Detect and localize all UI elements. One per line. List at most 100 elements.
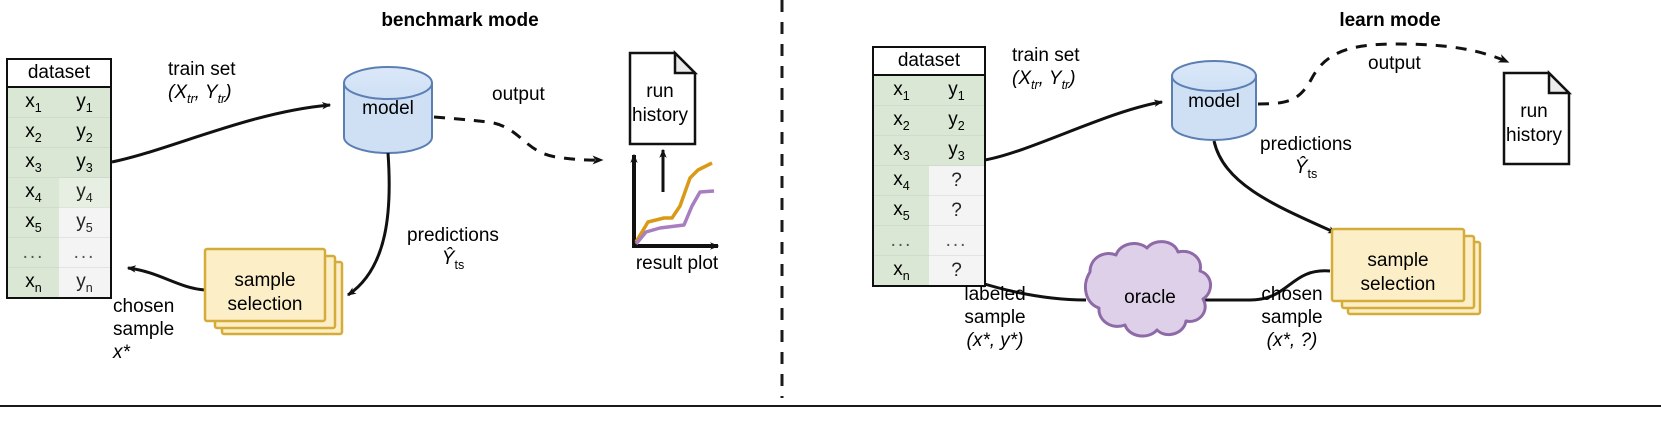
dataset-table-benchmark: dataset x1 y1 x2 y2 x3 y3 x4 y4 x5 y5 ..… [6, 58, 112, 299]
output-label-learn: output [1368, 53, 1421, 74]
sample-selection-line2: selection [1360, 274, 1436, 295]
cell-x: x4 [7, 177, 59, 208]
dataset-caption-learn: dataset [873, 47, 985, 76]
cell-x: x5 [7, 207, 59, 238]
train-set-line2: (Xtr, Ytr) [1012, 68, 1076, 92]
sample-selection-label-learn: sample selection [1332, 249, 1464, 297]
cell-y: y3 [928, 135, 985, 166]
predictions-line1: predictions [407, 225, 499, 246]
cell-y: y2 [928, 105, 985, 136]
plot-series-1 [634, 161, 713, 243]
model-label-learn: model [1188, 91, 1240, 112]
cell-y: ? [928, 195, 985, 226]
table-row: x4 ? [873, 165, 985, 196]
arrow-train-set-left [111, 102, 332, 164]
cell-x: x1 [7, 87, 59, 118]
chosen-sample-label-benchmark: chosen sample x* [113, 295, 174, 364]
oracle-label: oracle [1124, 287, 1176, 308]
chosen-line3: (x*, ?) [1266, 330, 1318, 351]
labeled-line2: sample [964, 307, 1026, 328]
cell-x: x5 [873, 195, 929, 226]
cell-x: x3 [873, 135, 929, 166]
benchmark-mode-title: benchmark mode [381, 10, 539, 31]
table-row: x4 y4 [7, 177, 111, 208]
result-plot-left [630, 153, 720, 250]
model-cylinder-right [1171, 60, 1257, 141]
arrow-predictions-left [347, 152, 391, 297]
model-label-benchmark: model [362, 98, 414, 119]
arrow-labeled-sample-right [976, 280, 1087, 302]
arrow-output-left [433, 115, 604, 165]
table-row: x1 y1 [7, 87, 111, 118]
chosen-sample-label-learn: chosen sample (x*, ?) [1232, 283, 1352, 352]
oracle-cloud [1083, 240, 1212, 338]
chosen-line2: sample [113, 319, 175, 340]
sample-selection-cards-left [203, 247, 344, 336]
cell-x: ... [873, 225, 929, 256]
cell-x: xn [7, 267, 59, 299]
cell-y: y5 [58, 207, 111, 238]
table-row: x5 y5 [7, 207, 111, 238]
run-history-doc-right [1502, 69, 1573, 166]
train-set-line2: (Xtr, Ytr) [168, 82, 232, 106]
train-set-label-benchmark: train set (Xtr, Ytr) [168, 58, 236, 111]
table-row: xn ? [873, 255, 985, 287]
train-set-line1: train set [1012, 45, 1080, 66]
cell-y: y4 [58, 177, 111, 208]
learn-mode-title: learn mode [1339, 10, 1441, 31]
run-history-line2: history [632, 105, 688, 126]
table-row: xn yn [7, 267, 111, 299]
model-cylinder-left [343, 66, 433, 154]
chosen-line2: sample [1261, 307, 1323, 328]
predictions-line2: Ŷts [1294, 157, 1318, 181]
labeled-line3: (x*, y*) [966, 330, 1024, 351]
table-row: ... ... [873, 225, 985, 256]
sample-selection-line2: selection [227, 294, 303, 315]
predictions-label-learn: predictions Ŷts [1228, 133, 1384, 186]
dataset-table-learn: dataset x1 y1 x2 y2 x3 y3 x4 ? x5 ? ... … [872, 46, 986, 287]
train-set-line1: train set [168, 59, 236, 80]
labeled-sample-label: labeled sample (x*, y*) [940, 283, 1050, 352]
cell-x: x3 [7, 147, 59, 178]
cell-x: ... [7, 237, 59, 268]
cell-x: x2 [873, 105, 929, 136]
cell-y: ... [928, 225, 985, 256]
run-history-label-benchmark: run history [624, 80, 696, 128]
predictions-line1: predictions [1260, 134, 1352, 155]
sample-selection-line1: sample [234, 270, 296, 291]
table-row: ... ... [7, 237, 111, 268]
chosen-line1: chosen [113, 296, 175, 317]
run-history-label-learn: run history [1498, 100, 1570, 148]
plot-series-2 [634, 189, 715, 246]
cell-x: x4 [873, 165, 929, 196]
cell-y: ? [928, 255, 985, 287]
result-plot-label: result plot [635, 253, 719, 274]
cell-y: yn [58, 267, 111, 299]
train-set-label-learn: train set (Xtr, Ytr) [1012, 44, 1080, 97]
predictions-label-benchmark: predictions Ŷts [388, 224, 518, 277]
arrow-train-set-right [984, 99, 1164, 162]
arrow-output-right [1257, 42, 1510, 106]
cell-x: x1 [873, 75, 929, 106]
table-row: x3 y3 [7, 147, 111, 178]
predictions-line2: Ŷts [441, 248, 465, 272]
cell-x: xn [873, 255, 929, 287]
run-history-line2: history [1506, 125, 1562, 146]
cell-y: y2 [58, 117, 111, 148]
cell-x: x2 [7, 117, 59, 148]
table-row: x1 y1 [873, 75, 985, 106]
chosen-line1: chosen [1261, 284, 1323, 305]
run-history-doc-left [628, 49, 699, 146]
cell-y: y1 [58, 87, 111, 118]
sample-selection-label-benchmark: sample selection [205, 269, 325, 317]
cell-y: ? [928, 165, 985, 196]
sample-selection-line1: sample [1367, 250, 1429, 271]
run-history-line1: run [1520, 101, 1548, 122]
cell-y: y3 [58, 147, 111, 178]
chosen-line3: x* [113, 342, 130, 363]
sample-selection-cards-right [1330, 227, 1482, 316]
cell-y: ... [58, 237, 111, 268]
labeled-line1: labeled [964, 284, 1026, 305]
